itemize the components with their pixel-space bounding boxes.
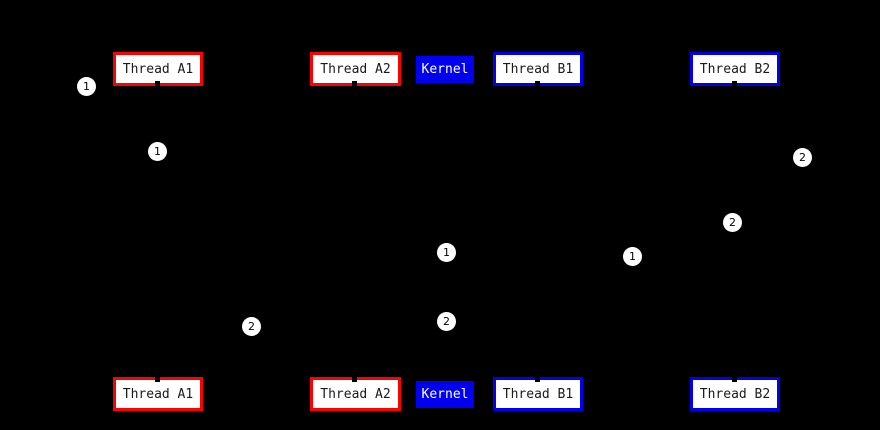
participant-label: Thread B1 xyxy=(502,61,574,77)
sequence-marker: 1 xyxy=(623,247,642,266)
participant-box-thread-b2-bottom: Thread B2 xyxy=(690,377,780,411)
participant-label: Thread B2 xyxy=(699,61,771,77)
participant-box-thread-a1-bottom: Thread A1 xyxy=(113,377,203,411)
lifeline-tick xyxy=(155,372,160,382)
participant-box-thread-b1-bottom: Thread B1 xyxy=(493,377,583,411)
lifeline-tick xyxy=(535,372,540,382)
participant-box-kernel-top: Kernel xyxy=(416,56,474,83)
participant-label: Thread A1 xyxy=(122,386,194,402)
participant-box-thread-a2-bottom: Thread A2 xyxy=(310,377,401,411)
lifeline-tick xyxy=(155,81,160,91)
lifeline-tick xyxy=(535,81,540,91)
participant-label: Kernel xyxy=(421,62,469,77)
lifeline-tick xyxy=(352,81,357,91)
lifeline-kernel xyxy=(444,83,446,381)
sequence-marker: 2 xyxy=(242,317,261,336)
sequence-marker: 1 xyxy=(437,243,456,262)
participant-box-thread-b2-top: Thread B2 xyxy=(690,52,780,86)
lifeline-tick xyxy=(732,372,737,382)
sequence-marker: 2 xyxy=(437,312,456,331)
lifeline-tick xyxy=(352,372,357,382)
participant-label: Kernel xyxy=(421,387,469,402)
sequence-marker: 2 xyxy=(723,213,742,232)
sequence-marker: 1 xyxy=(148,142,167,161)
participant-label: Thread B2 xyxy=(699,386,771,402)
participant-label: Thread B1 xyxy=(502,386,574,402)
participant-box-thread-b1-top: Thread B1 xyxy=(493,52,583,86)
lifeline-thread-a1 xyxy=(157,86,159,377)
sequence-marker: 2 xyxy=(793,148,812,167)
lifeline-tick xyxy=(732,81,737,91)
sequence-marker: 1 xyxy=(77,77,96,96)
lifeline-thread-b1 xyxy=(537,86,539,377)
participant-box-kernel-bottom: Kernel xyxy=(416,381,474,408)
lifeline-thread-a2 xyxy=(354,86,356,377)
participant-label: Thread A2 xyxy=(320,61,391,77)
participant-label: Thread A2 xyxy=(320,386,391,402)
participant-label: Thread A1 xyxy=(122,61,194,77)
